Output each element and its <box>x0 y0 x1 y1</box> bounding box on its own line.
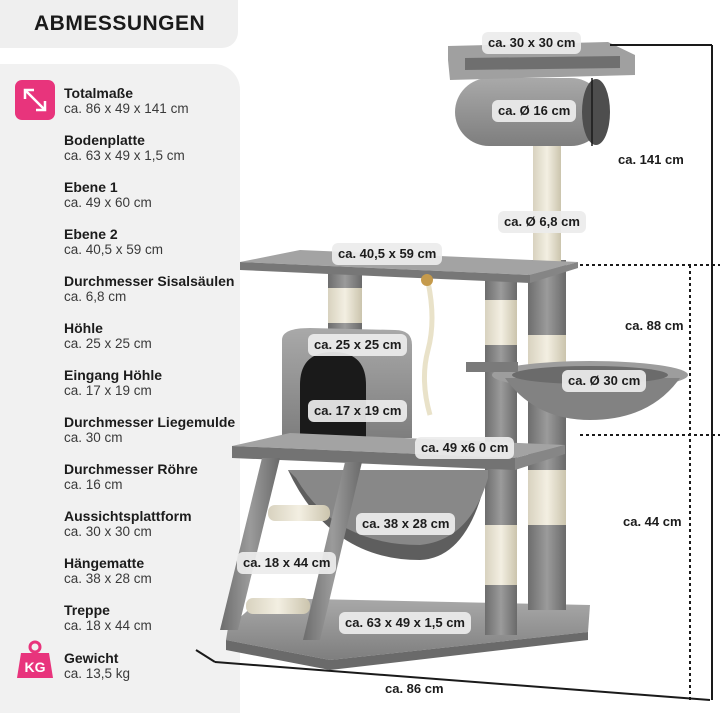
spec-name: Durchmesser Sisalsäulen <box>64 273 235 289</box>
title-box: ABMESSUNGEN <box>0 0 238 48</box>
spec-name: Treppe <box>64 602 110 618</box>
label-cave: ca. 25 x 25 cm <box>308 334 408 356</box>
dimension-lines <box>195 44 720 701</box>
label-hammock: ca. 38 x 28 cm <box>356 513 456 535</box>
spec-name: Gewicht <box>64 650 119 666</box>
label-height-total: ca. 141 cm <box>618 152 684 167</box>
spec-name: Eingang Höhle <box>64 367 162 383</box>
spec-eingang-hoehle: Eingang Höhle ca. 17 x 19 cm <box>64 367 162 399</box>
kg-weight-icon: KG <box>15 640 55 680</box>
spec-value: ca. 16 cm <box>64 477 123 492</box>
spec-panel <box>0 64 240 713</box>
spec-value: ca. 6,8 cm <box>64 289 127 304</box>
spec-name: Hängematte <box>64 555 145 571</box>
left-post <box>328 268 362 338</box>
stairs <box>220 458 362 640</box>
spec-ebene-1: Ebene 1 ca. 49 x 60 cm <box>64 179 152 211</box>
label-level2: ca. 40,5 x 59 cm <box>332 243 443 265</box>
spec-name: Bodenplatte <box>64 132 145 148</box>
label-level1: ca. 49 x6 0 cm <box>415 437 515 459</box>
label-platform: ca. 30 x 30 cm <box>482 32 582 54</box>
spec-value: ca. 30 x 30 cm <box>64 524 152 539</box>
diagonal-arrow-icon <box>15 80 55 120</box>
spec-liegemulde: Durchmesser Liegemulde ca. 30 cm <box>64 414 235 446</box>
spec-ebene-2: Ebene 2 ca. 40,5 x 59 cm <box>64 226 163 258</box>
label-base: ca. 63 x 49 x 1,5 cm <box>339 612 471 634</box>
spec-name: Ebene 2 <box>64 226 118 242</box>
spec-roehre: Durchmesser Röhre ca. 16 cm <box>64 461 198 493</box>
spec-name: Aussichtsplattform <box>64 508 192 524</box>
spec-value: ca. 86 x 49 x 141 cm <box>64 101 189 116</box>
spec-name: Durchmesser Röhre <box>64 461 198 477</box>
spec-value: ca. 49 x 60 cm <box>64 195 152 210</box>
spec-value: ca. 38 x 28 cm <box>64 571 152 586</box>
spec-totalmasse: Totalmaße ca. 86 x 49 x 141 cm <box>64 85 189 117</box>
kg-text: KG <box>25 659 46 675</box>
label-tube: ca. Ø 16 cm <box>492 100 577 122</box>
spec-sisalsaeulen: Durchmesser Sisalsäulen ca. 6,8 cm <box>64 273 234 305</box>
spec-name: Ebene 1 <box>64 179 118 195</box>
spec-value: ca. 63 x 49 x 1,5 cm <box>64 148 185 163</box>
spec-value: ca. 18 x 44 cm <box>64 618 152 633</box>
spec-name: Höhle <box>64 320 103 336</box>
spec-haengematte: Hängematte ca. 38 x 28 cm <box>64 555 152 587</box>
label-width: ca. 86 cm <box>385 681 444 696</box>
spec-hoehle: Höhle ca. 25 x 25 cm <box>64 320 152 352</box>
label-bed: ca. Ø 30 cm <box>562 370 647 392</box>
label-height-level2: ca. 88 cm <box>625 318 684 333</box>
spec-value: ca. 40,5 x 59 cm <box>64 242 164 257</box>
rope-toy <box>421 274 435 416</box>
spec-name: Totalmaße <box>64 85 133 101</box>
spec-value: ca. 30 cm <box>64 430 123 445</box>
label-stairs: ca. 18 x 44 cm <box>237 552 337 574</box>
spec-gewicht: Gewicht ca. 13,5 kg <box>64 650 130 682</box>
spec-aussichtsplattform: Aussichtsplattform ca. 30 x 30 cm <box>64 508 192 540</box>
page-title: ABMESSUNGEN <box>34 12 206 35</box>
spec-value: ca. 25 x 25 cm <box>64 336 152 351</box>
main-post <box>528 140 566 610</box>
spec-bodenplatte: Bodenplatte ca. 63 x 49 x 1,5 cm <box>64 132 185 164</box>
spec-value: ca. 17 x 19 cm <box>64 383 152 398</box>
spec-value: ca. 13,5 kg <box>64 666 131 681</box>
label-height-level1: ca. 44 cm <box>623 514 682 529</box>
label-cave-entrance: ca. 17 x 19 cm <box>308 400 408 422</box>
label-post: ca. Ø 6,8 cm <box>498 211 586 233</box>
spec-name: Durchmesser Liegemulde <box>64 414 236 430</box>
spec-treppe: Treppe ca. 18 x 44 cm <box>64 602 152 634</box>
